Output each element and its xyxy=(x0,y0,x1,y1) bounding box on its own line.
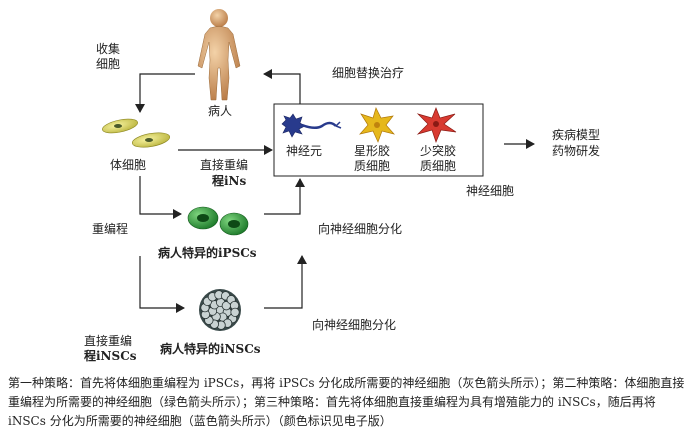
label-ipscs: 病人特异的iPSCs xyxy=(158,246,257,260)
label-ipsc-differentiation: 向神经细胞分化 xyxy=(318,222,403,236)
label-direct-ins-2: 程iNs xyxy=(212,174,247,188)
label-inscs: 病人特异的iNSCs xyxy=(160,342,261,356)
label-oligodendrocyte-2: 质细胞 xyxy=(420,159,457,173)
label-replacement-therapy: 细胞替换治疗 xyxy=(332,66,405,80)
arrow-to-ipsc xyxy=(139,176,182,219)
arrow-insc-diff xyxy=(264,255,307,309)
label-direct-ins-1: 直接重编 xyxy=(200,158,249,172)
label-collect-2: 细胞 xyxy=(96,57,121,71)
label-insc-differentiation: 向神经细胞分化 xyxy=(312,318,397,332)
label-reprogramming: 重编程 xyxy=(92,222,129,236)
arrow-collect-cells xyxy=(135,73,195,113)
arrow-cell-replacement xyxy=(263,69,301,104)
insc-sphere-icon xyxy=(199,289,241,331)
figure-caption: 第一种策略：首先将体细胞重编程为 iPSCs，再将 iPSCs 分化成所需要的神… xyxy=(8,376,685,428)
neural-cells-box xyxy=(273,103,484,177)
somatic-cell-icon xyxy=(102,118,171,148)
label-neural-cells: 神经细胞 xyxy=(466,184,515,198)
label-astrocyte-2: 质细胞 xyxy=(354,159,391,173)
patient-figure-icon xyxy=(197,9,241,101)
ipsc-cells-icon xyxy=(187,206,249,236)
oligodendrocyte-icon xyxy=(416,107,457,143)
label-neuron: 神经元 xyxy=(286,144,323,158)
arrow-to-insc xyxy=(139,256,185,313)
label-oligodendrocyte-1: 少突胶 xyxy=(420,144,457,158)
arrows xyxy=(135,69,535,313)
label-disease-model: 疾病模型 xyxy=(552,128,601,142)
arrow-ipsc-diff xyxy=(264,178,305,215)
label-astrocyte-1: 星形胶 xyxy=(354,144,391,158)
label-direct-insc-1: 直接重编 xyxy=(84,334,133,348)
label-patient: 病人 xyxy=(208,104,233,118)
label-drug-development: 药物研发 xyxy=(552,144,601,158)
neuron-icon xyxy=(281,113,342,138)
label-collect-1: 收集 xyxy=(96,42,121,56)
astrocyte-icon xyxy=(359,107,396,143)
label-direct-insc-2: 程iNSCs xyxy=(84,349,137,363)
label-somatic-cell: 体细胞 xyxy=(110,158,147,172)
